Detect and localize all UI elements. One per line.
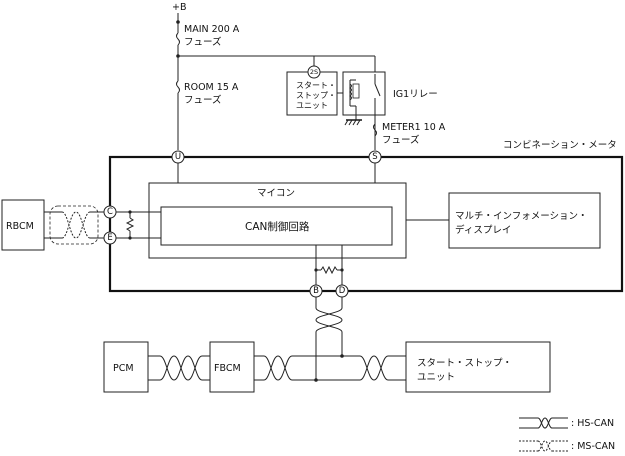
info-display-box [448, 192, 601, 249]
pcm-box [103, 341, 149, 393]
microcomputer-label: マイコン [257, 188, 295, 199]
meter1-fuse: METER1 10 A フューズ [373, 122, 446, 146]
meter1-fuse-label: METER1 10 A [382, 122, 446, 133]
svg-text:S: S [372, 152, 377, 162]
legend-ms-can-label: : MS-CAN [571, 441, 615, 452]
legend-hs-can-label: : HS-CAN [571, 418, 614, 429]
start-stop-unit-lower-box [405, 341, 551, 393]
room-fuse: ROOM 15 A フューズ [176, 80, 239, 150]
can-circuit-box [160, 206, 393, 246]
termination-resistor-left [125, 217, 135, 232]
rbcm-label: RBCM [6, 221, 34, 232]
svg-text:B: B [313, 286, 319, 296]
fbcm-box [209, 341, 255, 393]
info-display-line1: マルチ・インフォメーション・ [455, 211, 588, 222]
rbcm-box [1, 199, 45, 251]
combination-meter-title: コンビネーション・メータ [503, 140, 617, 151]
ground-icon [344, 119, 362, 126]
start-stop-lower-line2: ユニット [417, 372, 455, 383]
svg-text:2S: 2S [310, 68, 318, 76]
start-stop-lower-line1: スタート・ストップ・ [417, 358, 512, 369]
unit-label-1: スタート・ [296, 81, 336, 90]
branch-node [176, 54, 180, 58]
pcm-label: PCM [113, 363, 134, 374]
ms-can-twisted-pair [44, 205, 104, 245]
main-fuse-sub: フューズ [184, 36, 222, 48]
fbcm-label: FBCM [214, 363, 241, 374]
main-fuse-label: MAIN 200 A [184, 24, 240, 35]
termination-resistor-bottom [320, 265, 338, 275]
legend-ms-can: : MS-CAN [519, 440, 615, 452]
svg-text:U: U [175, 152, 181, 162]
room-fuse-sub: フューズ [184, 94, 222, 106]
legend: : HS-CAN : MS-CAN [519, 417, 615, 452]
hs-can-pair-pcm-fbcm [148, 355, 210, 381]
can-circuit-label: CAN制御回路 [245, 220, 310, 233]
relay-switch [374, 83, 381, 97]
combination-meter-box [108, 155, 624, 293]
pin-2s [307, 65, 321, 79]
legend-hs-can: : HS-CAN [519, 417, 614, 429]
battery-supply: +B [172, 2, 186, 24]
meter1-fuse-sub: フューズ [382, 134, 420, 146]
main-fuse-symbol [176, 32, 180, 46]
hs-can-vertical-pair [315, 297, 343, 380]
ig1-relay: IG1リレー [337, 71, 438, 150]
hs-can-pair-junction-startstop [316, 355, 406, 381]
pin-d: D [335, 284, 349, 298]
relay-label: IG1リレー [393, 89, 438, 100]
start-stop-unit-upper: 2S スタート・ ストップ・ ユニット [286, 65, 338, 116]
pin-c: C [103, 205, 117, 219]
info-display-line2: ディスプレイ [455, 224, 511, 236]
hs-can-pair-fbcm-junction [254, 354, 344, 382]
svg-text:E: E [107, 233, 112, 243]
supply-label: +B [172, 2, 186, 13]
unit-label-2: ストップ・ [296, 91, 336, 100]
pin-e: E [103, 231, 117, 245]
room-fuse-label: ROOM 15 A [184, 82, 239, 93]
pin-b: B [309, 284, 323, 298]
pin-u: U [171, 150, 185, 164]
pin-s: S [368, 150, 382, 164]
svg-text:C: C [107, 207, 113, 217]
main-fuse: MAIN 200 A フューズ [176, 22, 240, 81]
relay-coil [349, 83, 352, 101]
svg-text:D: D [339, 286, 346, 296]
unit-label-3: ユニット [296, 101, 328, 110]
